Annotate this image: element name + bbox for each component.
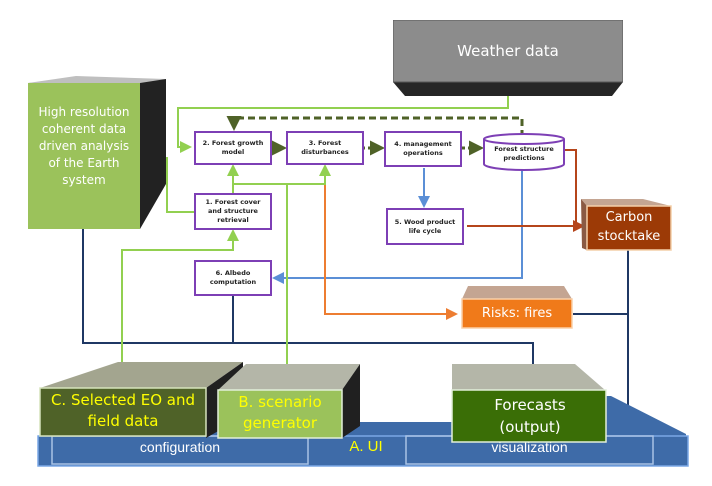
process-2-label: 2. Forest growth model: [202, 139, 264, 156]
process-3-forest-disturbances[interactable]: 3. Forest disturbances: [286, 131, 364, 165]
process-5-label: 5. Wood product life cycle: [394, 217, 456, 235]
predictions-label: Forest structure predictions: [494, 145, 554, 162]
forest-structure-predictions-db[interactable]: Forest structure predictions: [483, 133, 565, 171]
process-6-albedo-computation[interactable]: 6. Albedo computation: [194, 260, 272, 296]
forecasts-block-shape: [451, 364, 607, 443]
scenario-block-shape: [217, 364, 360, 439]
process-1-forest-cover-retrieval[interactable]: 1. Forest cover and structure retrieval: [194, 193, 272, 230]
risks-fires-block[interactable]: Risks: fires: [460, 286, 574, 330]
database-icon: [483, 133, 565, 171]
process-2-forest-growth-model[interactable]: 2. Forest growth model: [194, 131, 272, 165]
carbon-stocktake-label: Carbon stocktake: [597, 210, 661, 244]
visualization-section[interactable]: visualization: [491, 439, 568, 455]
weather-data-block: Weather data: [393, 20, 623, 100]
carbon-stocktake-block[interactable]: Carbon stocktake: [581, 198, 677, 252]
dashed-feedback-connectors: [226, 116, 524, 156]
blue-connectors: [232, 165, 523, 284]
process-4-management-operations[interactable]: 4. management operations: [384, 131, 462, 167]
process-1-label: 1. Forest cover and structure retrieval: [205, 198, 261, 224]
ui-label: A. UI: [349, 438, 383, 455]
forecasts-label: Forecasts (output): [494, 396, 566, 436]
orange-connector: [324, 168, 458, 320]
configuration-section[interactable]: configuration: [139, 439, 221, 455]
process-5-wood-product-life-cycle[interactable]: 5. Wood product life cycle: [386, 208, 464, 245]
process-6-label: 6. Albedo computation: [209, 269, 257, 286]
brown-connectors: [467, 149, 585, 232]
process-3-label: 3. Forest disturbances: [301, 139, 349, 156]
earth-block-shape: [28, 76, 166, 229]
risks-fires-label: Risks: fires: [481, 306, 553, 321]
carbon-block-shape: [581, 199, 672, 251]
risks-block-shape: [461, 286, 573, 329]
scenario-generator-block[interactable]: B. scenario generator: [216, 362, 362, 440]
earth-system-block: High resolution coherent data driven ana…: [26, 74, 176, 234]
scenario-generator-label: B. scenario generator: [238, 393, 322, 432]
process-4-label: 4. management operations: [394, 140, 452, 157]
weather-block-shape: [393, 20, 623, 96]
selected-eo-label: C. Selected EO and field data: [50, 391, 196, 430]
weather-data-label: Weather data: [457, 42, 559, 60]
earth-system-label: High resolution coherent data driven ana…: [38, 105, 130, 187]
forecasts-output-block[interactable]: Forecasts (output): [450, 362, 610, 444]
